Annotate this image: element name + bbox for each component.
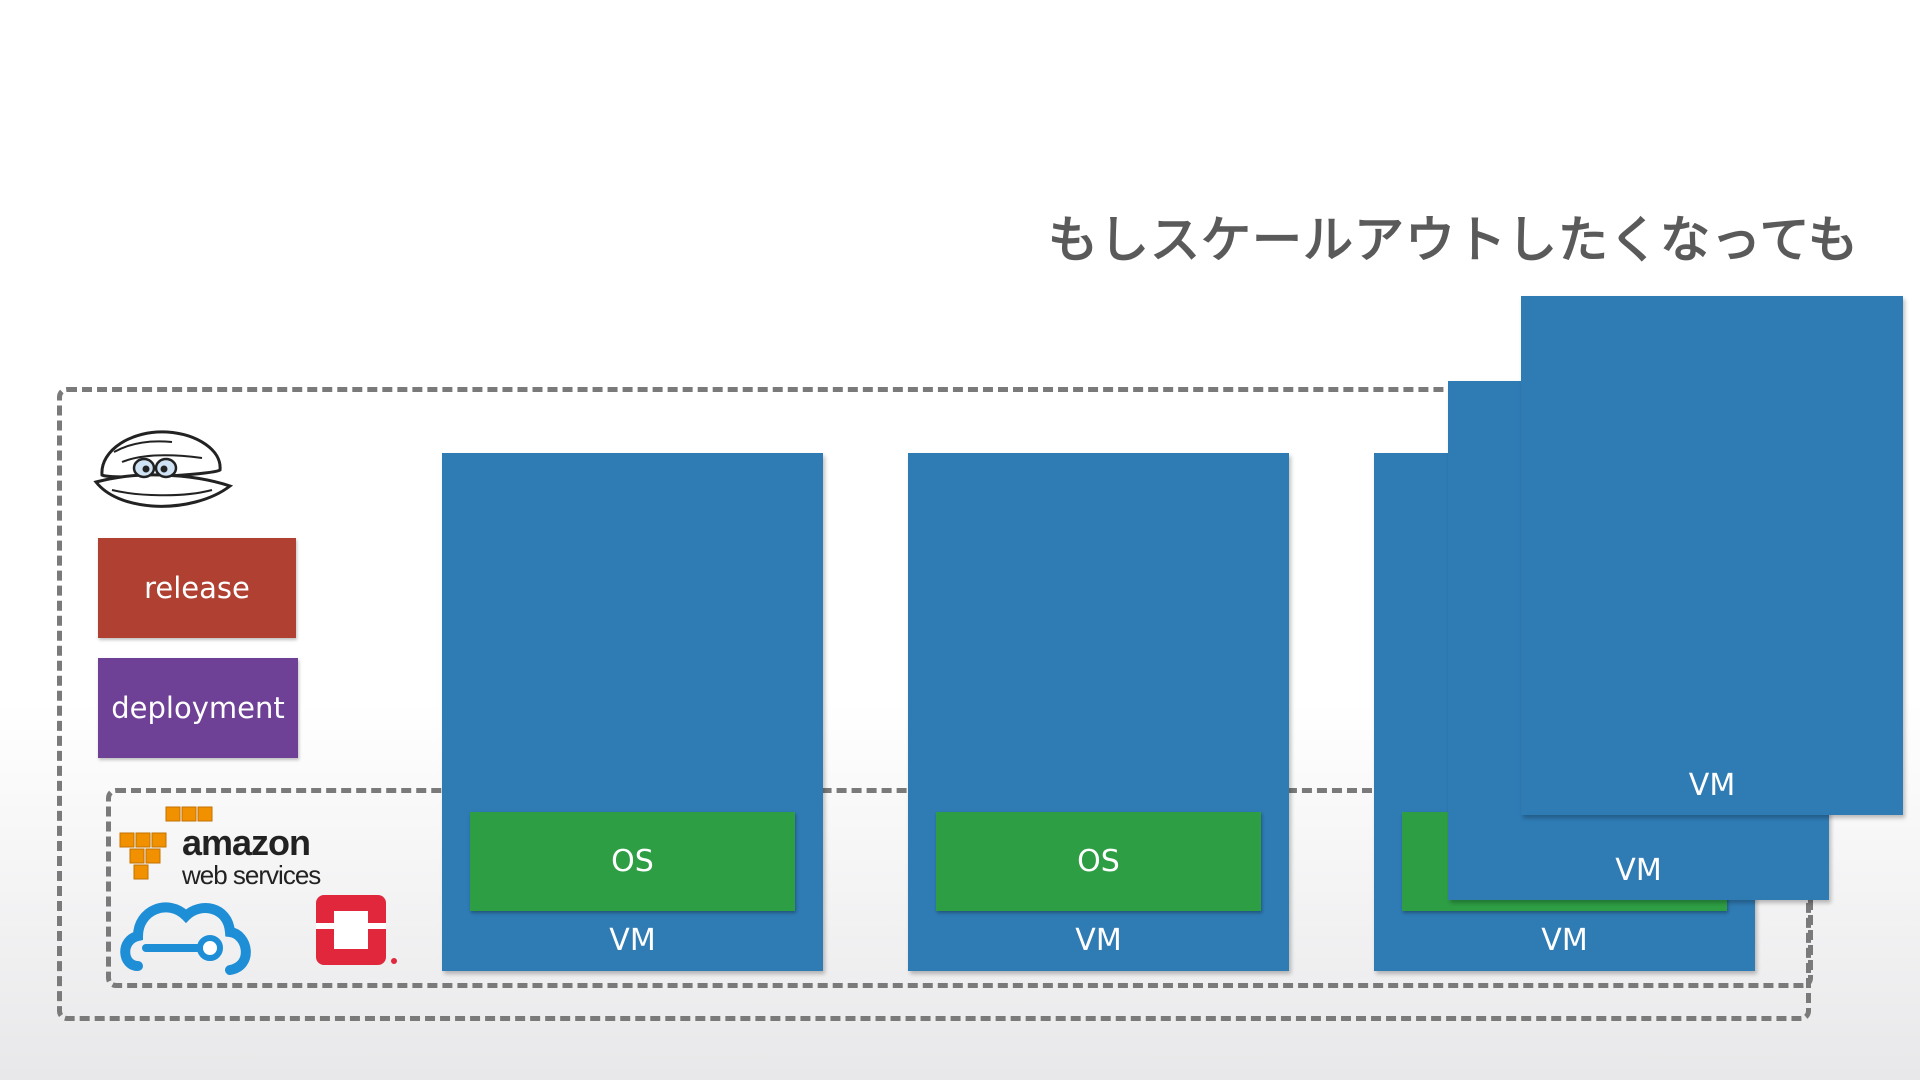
deployment-tag: deployment [98,658,298,758]
openstack-icon [314,893,400,967]
bosh-clam-mascot-icon [92,420,234,512]
vm-label-5: VM [1521,766,1903,806]
azure-cloud-icon [116,888,256,980]
release-tag: release [98,538,296,638]
aws-logo-text: amazon [182,822,310,864]
vm-label-4: VM [1448,851,1829,891]
vm-label-1: VM [442,921,823,961]
aws-logo-subtext: web services [182,860,320,891]
os-box-1: OS [470,812,795,911]
vm-box-1: OS VM [442,453,823,971]
vm-box-2: OS VM [908,453,1289,971]
vm-box-5: VM [1521,296,1903,815]
vm-label-2: VM [908,921,1289,961]
vm-label-3: VM [1374,921,1755,961]
slide-heading: もしスケールアウトしたくなっても [1048,208,1848,272]
os-box-2: OS [936,812,1261,911]
